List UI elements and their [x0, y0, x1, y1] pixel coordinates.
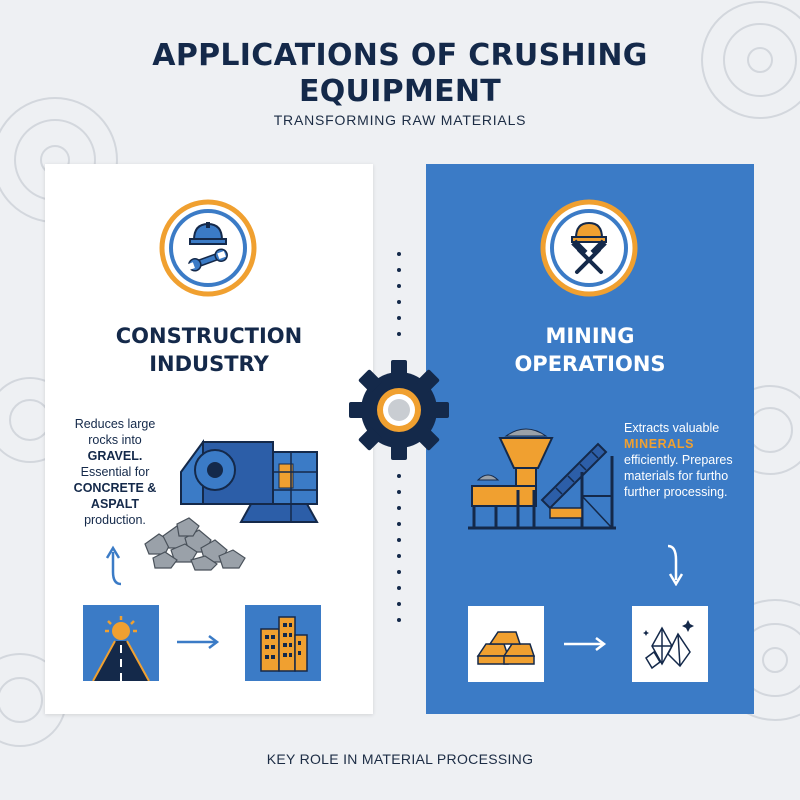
hardhat-wrench-icon: [159, 199, 257, 297]
construction-panel: CONSTRUCTION INDUSTRY Reduces large rock…: [45, 164, 373, 714]
mining-heading-line-1: MINING: [545, 324, 635, 348]
construction-description: Reduces large rocks into GRAVEL. Essenti…: [65, 416, 165, 528]
page-subtitle: TRANSFORMING RAW MATERIALS: [273, 112, 527, 128]
mining-panel: MINING OPERATIONS Extracts valuable MINE…: [426, 164, 754, 714]
mining-desc-2: efficiently. Prepares materials for furt…: [624, 453, 733, 499]
processing-plant-illustration: [468, 428, 616, 530]
construction-heading: CONSTRUCTION INDUSTRY: [45, 322, 373, 378]
footer-caption: KEY ROLE IN MATERIAL PROCESSING: [266, 751, 534, 767]
gold-bars-icon: [476, 631, 536, 665]
construction-desc-1: Reduces large rocks into: [74, 417, 156, 447]
mining-desc-minerals: MINERALS: [624, 437, 695, 451]
construction-heading-line-2: INDUSTRY: [149, 352, 269, 376]
crusher-machine-illustration: [144, 438, 319, 571]
mining-heading-line-2: OPERATIONS: [514, 352, 666, 376]
crystals-icon: [643, 620, 694, 670]
hardhat-hammers-icon: [540, 199, 638, 297]
road-tile: [83, 605, 159, 682]
buildings-icon: [260, 616, 308, 672]
title-line-2: EQUIPMENT: [298, 74, 502, 109]
right-arrow-icon: [177, 635, 220, 649]
down-arrow-icon: [667, 544, 684, 586]
up-arrow-icon: [105, 545, 122, 586]
mining-desc-1: Extracts valuable: [624, 421, 720, 435]
buildings-tile: [245, 605, 321, 681]
construction-desc-2: Essential for: [80, 465, 150, 479]
mining-heading: MINING OPERATIONS: [426, 322, 754, 378]
construction-desc-3: production.: [84, 513, 146, 527]
mining-description: Extracts valuable MINERALS efficiently. …: [624, 420, 746, 500]
connector-dots-bottom: [397, 474, 401, 634]
construction-desc-gravel: GRAVEL.: [87, 449, 143, 463]
construction-desc-concrete: CONCRETE & ASPALT: [73, 481, 157, 511]
right-arrow-icon-white: [564, 637, 607, 651]
gold-bars-tile: [468, 606, 544, 682]
construction-heading-line-1: CONSTRUCTION: [115, 324, 303, 348]
road-icon: [92, 616, 150, 682]
connector-dots-top: [397, 252, 401, 348]
crystals-tile: [632, 606, 708, 682]
center-gear-icon: [349, 360, 449, 460]
page-title: APPLICATIONS OF CRUSHING EQUIPMENT: [0, 38, 800, 110]
title-line-1: APPLICATIONS OF CRUSHING: [152, 38, 648, 73]
